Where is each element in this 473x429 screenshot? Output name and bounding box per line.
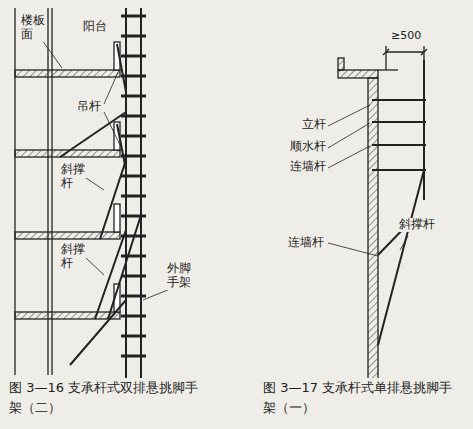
strut-label: 斜撑杆 — [60, 243, 86, 271]
ledger — [121, 295, 146, 298]
dimension: ≥500 — [390, 30, 422, 43]
ledger-label: 顺水杆 — [289, 140, 327, 154]
leader-lines — [42, 40, 192, 300]
building-left — [15, 8, 120, 375]
ledger — [121, 55, 146, 58]
ledger — [121, 95, 146, 98]
outer-scaffold — [121, 8, 146, 378]
ledger — [121, 175, 146, 178]
figure-caption: 图 3—16 支承杆式双排悬挑脚手架（二） — [8, 378, 200, 417]
balcony-label: 阳台 — [82, 20, 108, 34]
scaffold-label: 外脚手架 — [166, 262, 192, 290]
hanger-label: 吊杆 — [76, 100, 102, 114]
floor-label: 楼板面 — [20, 14, 46, 42]
ledger — [121, 255, 146, 258]
figure-caption: 图 3—17 支承杆式单排悬挑脚手架（一） — [262, 378, 454, 417]
pole-label: 立杆 — [301, 118, 327, 132]
single-scaffold — [372, 60, 426, 345]
leader-lines-right — [328, 105, 408, 256]
tie-label: 连墙杆 — [287, 236, 325, 250]
ledger — [121, 355, 146, 358]
ledger — [121, 315, 146, 318]
ledger — [121, 115, 146, 118]
ledger — [121, 155, 146, 158]
ledger — [121, 15, 146, 18]
ledger — [121, 335, 146, 338]
building-right — [338, 46, 427, 380]
ledger — [121, 135, 146, 138]
tie-label: 连墙杆 — [289, 160, 327, 174]
strut-label: 斜撑杆 — [398, 218, 436, 232]
ledger — [121, 275, 146, 278]
ledger — [121, 75, 146, 78]
ledger — [121, 35, 146, 38]
strut-label: 斜撑杆 — [60, 163, 86, 191]
rods-and-struts — [60, 44, 141, 365]
ledger — [121, 195, 146, 198]
ledger — [121, 215, 146, 218]
